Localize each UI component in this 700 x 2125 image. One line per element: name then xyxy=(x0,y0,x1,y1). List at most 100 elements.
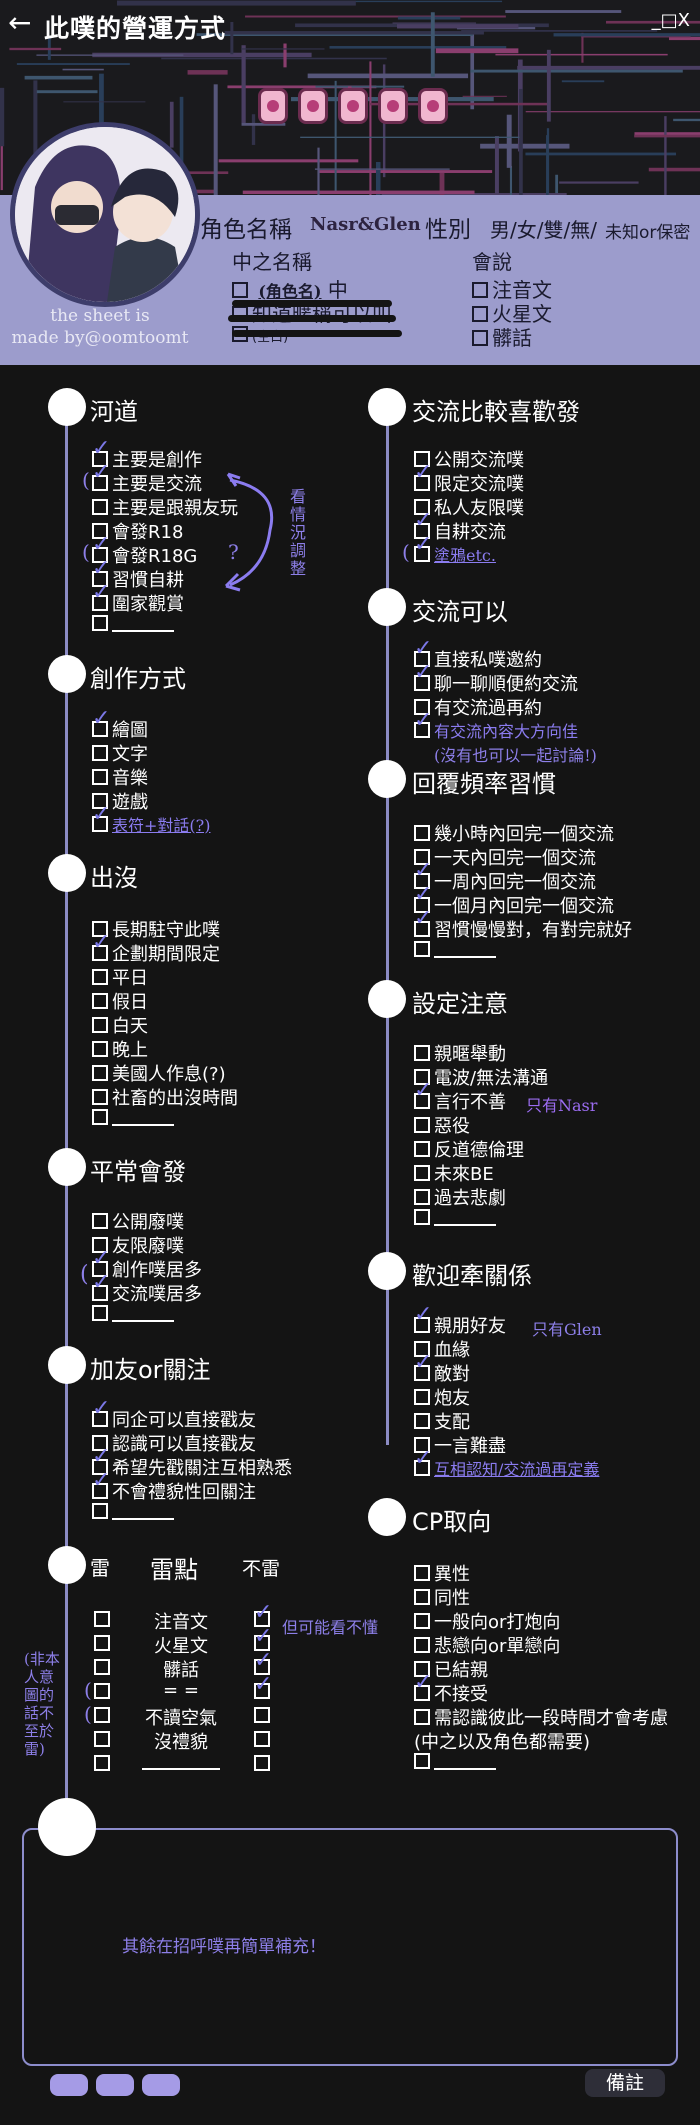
checkbox[interactable] xyxy=(92,1017,108,1033)
list-item-blank[interactable] xyxy=(414,940,496,961)
mines-ok-checkbox[interactable] xyxy=(254,1683,270,1699)
checkbox[interactable] xyxy=(414,1460,430,1476)
list-item[interactable]: 直接私噗邀約 xyxy=(414,646,542,672)
checkbox[interactable] xyxy=(92,1041,108,1057)
checkbox[interactable] xyxy=(92,945,108,961)
checkbox[interactable] xyxy=(414,1069,430,1085)
list-item-blank[interactable] xyxy=(92,1108,174,1129)
checkbox[interactable] xyxy=(414,1209,430,1225)
checkbox[interactable] xyxy=(414,1709,430,1725)
mines-ok-checkbox[interactable] xyxy=(254,1731,270,1747)
list-item[interactable]: 公開交流噗 xyxy=(414,446,524,472)
mines-ok-checkbox[interactable] xyxy=(254,1755,270,1771)
checkbox[interactable] xyxy=(92,547,108,563)
list-item[interactable]: 文字 xyxy=(92,740,148,766)
checkbox[interactable] xyxy=(472,330,488,346)
list-item[interactable]: 炮友 xyxy=(414,1384,470,1410)
checkbox[interactable] xyxy=(92,1261,108,1277)
list-item[interactable]: 悲戀向or單戀向 xyxy=(414,1632,560,1658)
list-item-blank[interactable] xyxy=(414,1752,496,1773)
list-item[interactable]: 同性 xyxy=(414,1584,470,1610)
list-item[interactable]: 會發R18 xyxy=(92,518,183,544)
list-item[interactable]: 反道德倫理 xyxy=(414,1136,524,1162)
checkbox[interactable] xyxy=(472,282,488,298)
list-item[interactable]: 有交流過再約 xyxy=(414,694,542,720)
checkbox[interactable] xyxy=(92,451,108,467)
window-controls[interactable]: _□X xyxy=(651,10,690,31)
list-item[interactable]: 圍家觀賞 xyxy=(92,590,184,616)
list-item[interactable]: 塗鴉etc. xyxy=(414,542,496,566)
checkbox[interactable] xyxy=(92,793,108,809)
checkbox[interactable] xyxy=(414,722,430,738)
list-item[interactable]: 美國人作息(?) xyxy=(92,1060,226,1086)
checkbox[interactable] xyxy=(92,1435,108,1451)
checkbox[interactable] xyxy=(414,1045,430,1061)
list-item[interactable]: 過去悲劇 xyxy=(414,1184,506,1210)
page-dot[interactable] xyxy=(96,2074,134,2096)
list-item[interactable]: 一言難盡 xyxy=(414,1432,506,1458)
list-item[interactable]: 不接受 xyxy=(414,1680,488,1706)
checkbox[interactable] xyxy=(414,1413,430,1429)
list-item[interactable]: 親朋好友 xyxy=(414,1312,506,1338)
checkbox[interactable] xyxy=(414,1141,430,1157)
checkbox[interactable] xyxy=(92,499,108,515)
list-item[interactable]: 未來BE xyxy=(414,1160,494,1186)
checkbox[interactable] xyxy=(92,993,108,1009)
list-item[interactable]: 言行不善 xyxy=(414,1088,506,1114)
checkbox[interactable] xyxy=(414,675,430,691)
list-item[interactable]: 晚上 xyxy=(92,1036,148,1062)
mines-ok-checkbox[interactable] xyxy=(254,1611,270,1627)
checkbox[interactable] xyxy=(92,615,108,631)
list-item[interactable]: 私人友限噗 xyxy=(414,494,524,520)
list-item[interactable]: 會發R18G xyxy=(92,542,197,568)
checkbox[interactable] xyxy=(414,1685,430,1701)
mines-point-checkbox[interactable] xyxy=(94,1707,110,1723)
list-item[interactable]: 異性 xyxy=(414,1560,470,1586)
checkbox[interactable] xyxy=(414,921,430,937)
checkbox[interactable] xyxy=(414,651,430,667)
list-item[interactable]: 習慣自耕 xyxy=(92,566,184,592)
remark-box[interactable] xyxy=(22,1828,678,2066)
checkbox[interactable] xyxy=(414,1365,430,1381)
checkbox[interactable] xyxy=(92,1237,108,1253)
checkbox[interactable] xyxy=(92,1065,108,1081)
list-item[interactable]: 交流噗居多 xyxy=(92,1280,202,1306)
list-item[interactable]: 公開廢噗 xyxy=(92,1208,184,1234)
checkbox[interactable] xyxy=(414,941,430,957)
list-item[interactable]: 主要是交流 xyxy=(92,470,202,496)
checkbox[interactable] xyxy=(414,475,430,491)
list-item[interactable]: 友限廢噗 xyxy=(92,1232,184,1258)
list-item[interactable]: 已結親 xyxy=(414,1656,488,1682)
list-item[interactable]: 白天 xyxy=(92,1012,148,1038)
checkbox[interactable] xyxy=(92,745,108,761)
checkbox[interactable] xyxy=(472,306,488,322)
list-item[interactable]: 一般向or打炮向 xyxy=(414,1608,560,1634)
mines-point-checkbox[interactable] xyxy=(94,1755,110,1771)
list-item-blank[interactable] xyxy=(92,614,174,635)
list-item[interactable]: 一個月內回完一個交流 xyxy=(414,892,614,918)
checkbox[interactable] xyxy=(92,1411,108,1427)
mines-point-checkbox[interactable] xyxy=(94,1635,110,1651)
checkbox[interactable] xyxy=(414,1589,430,1605)
list-item[interactable]: 長期駐守此噗 xyxy=(92,916,220,942)
checkbox[interactable] xyxy=(414,1637,430,1653)
checkbox[interactable] xyxy=(414,1165,430,1181)
mines-ok-checkbox[interactable] xyxy=(254,1707,270,1723)
checkbox[interactable] xyxy=(414,825,430,841)
checkbox[interactable] xyxy=(92,1109,108,1125)
mines-point-checkbox[interactable] xyxy=(94,1731,110,1747)
list-item[interactable]: 希望先戳關注互相熟悉 xyxy=(92,1454,292,1480)
list-item[interactable]: 平日 xyxy=(92,964,148,990)
checkbox[interactable] xyxy=(414,1189,430,1205)
checkbox[interactable] xyxy=(92,769,108,785)
list-item-blank[interactable] xyxy=(414,1208,496,1229)
checkbox[interactable] xyxy=(414,1661,430,1677)
checkbox[interactable] xyxy=(414,451,430,467)
list-item[interactable]: 不會禮貌性回關注 xyxy=(92,1478,256,1504)
list-item[interactable]: 一周內回完一個交流 xyxy=(414,868,596,894)
list-item[interactable]: 習慣慢慢對，有對完就好 xyxy=(414,916,632,942)
checkbox[interactable] xyxy=(414,1117,430,1133)
list-item[interactable]: 支配 xyxy=(414,1408,470,1434)
mines-point-checkbox[interactable] xyxy=(94,1659,110,1675)
checkbox[interactable] xyxy=(414,1437,430,1453)
